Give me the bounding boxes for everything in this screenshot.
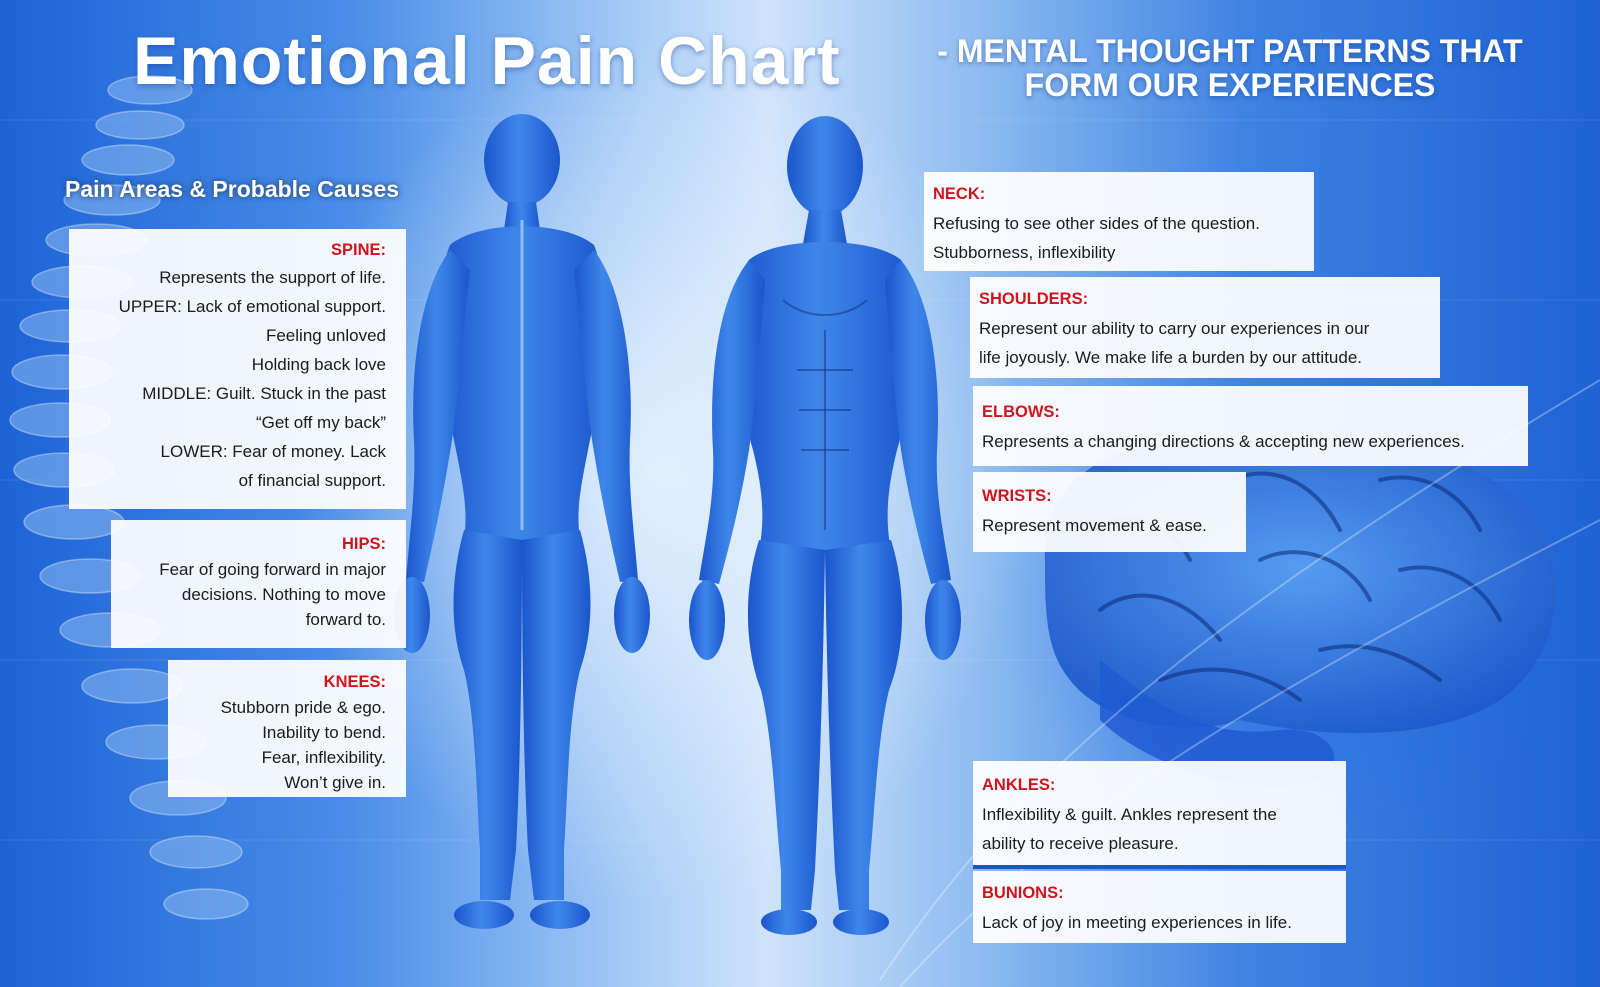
panel-line: Refusing to see other sides of the quest… (933, 214, 1260, 233)
knees-panel: KNEES: Stubborn pride & ego. Inability t… (168, 660, 406, 797)
page-title: Emotional Pain Chart (133, 23, 841, 99)
panel-heading: BUNIONS: (982, 884, 1064, 902)
neck-panel: NECK: Refusing to see other sides of the… (924, 172, 1314, 271)
spine-panel: SPINE: Represents the support of life. U… (69, 229, 406, 509)
panel-line: Represent movement & ease. (982, 516, 1207, 535)
subtitle-line-1: - MENTAL THOUGHT PATTERNS THAT (937, 33, 1523, 69)
panel-heading: SPINE: (330, 241, 386, 259)
panel-line: Holding back love (251, 355, 386, 374)
panel-line: Fear, inflexibility. (261, 748, 386, 767)
panel-line: Lack of joy in meeting experiences in li… (982, 913, 1292, 932)
panel-heading: WRISTS: (982, 487, 1052, 505)
subtitle-line-2: FORM OUR EXPERIENCES (1024, 67, 1436, 103)
back-body-figure (394, 114, 650, 929)
shoulders-panel: SHOULDERS: Represent our ability to carr… (970, 277, 1440, 378)
panel-line: life joyously. We make life a burden by … (979, 348, 1363, 367)
panel-heading: ELBOWS: (982, 403, 1060, 421)
panel-line: Inflexibility & guilt. Ankles represent … (982, 805, 1277, 824)
panel-line: Stubborn pride & ego. (220, 698, 386, 717)
panel-heading: ANKLES: (982, 776, 1056, 794)
panel-heading: HIPS: (341, 535, 386, 553)
panel-line: Represent our ability to carry our exper… (979, 319, 1370, 338)
panel-line: decisions. Nothing to move (181, 585, 386, 604)
panel-line: MIDDLE: Guilt. Stuck in the past (142, 384, 386, 403)
panel-line: Won’t give in. (284, 773, 386, 792)
page-subtitle: - MENTAL THOUGHT PATTERNS THAT FORM OUR … (920, 34, 1540, 102)
panel-heading: SHOULDERS: (979, 290, 1089, 308)
light-streaks (879, 379, 1600, 987)
panel-line: forward to. (305, 610, 386, 629)
ankles-panel: ANKLES: Inflexibility & guilt. Ankles re… (973, 761, 1346, 865)
panel-line: UPPER: Lack of emotional support. (118, 297, 386, 316)
panel-line: Fear of going forward in major (159, 560, 386, 579)
elbows-panel: ELBOWS: Represents a changing directions… (973, 386, 1528, 466)
panel-line: of financial support. (238, 471, 386, 490)
wrists-panel: WRISTS: Represent movement & ease. (973, 472, 1246, 552)
panel-line: Represents the support of life. (159, 268, 386, 287)
panel-line: Stubborness, inflexibility (933, 243, 1116, 262)
hips-panel: HIPS: Fear of going forward in major dec… (111, 520, 406, 648)
panel-line: Represents a changing directions & accep… (982, 432, 1465, 451)
panel-line: Feeling unloved (265, 326, 386, 345)
panel-line: Inability to bend. (262, 723, 386, 742)
bunions-panel: BUNIONS: Lack of joy in meeting experien… (973, 871, 1346, 943)
front-body-figure (689, 116, 961, 935)
panel-divider (973, 865, 1346, 869)
panel-line: ability to receive pleasure. (982, 834, 1179, 853)
panel-line: LOWER: Fear of money. Lack (160, 442, 386, 461)
section-title: Pain Areas & Probable Causes (65, 176, 400, 202)
panel-heading: NECK: (933, 185, 986, 203)
panel-heading: KNEES: (323, 673, 386, 691)
panel-line: “Get off my back” (255, 413, 386, 432)
